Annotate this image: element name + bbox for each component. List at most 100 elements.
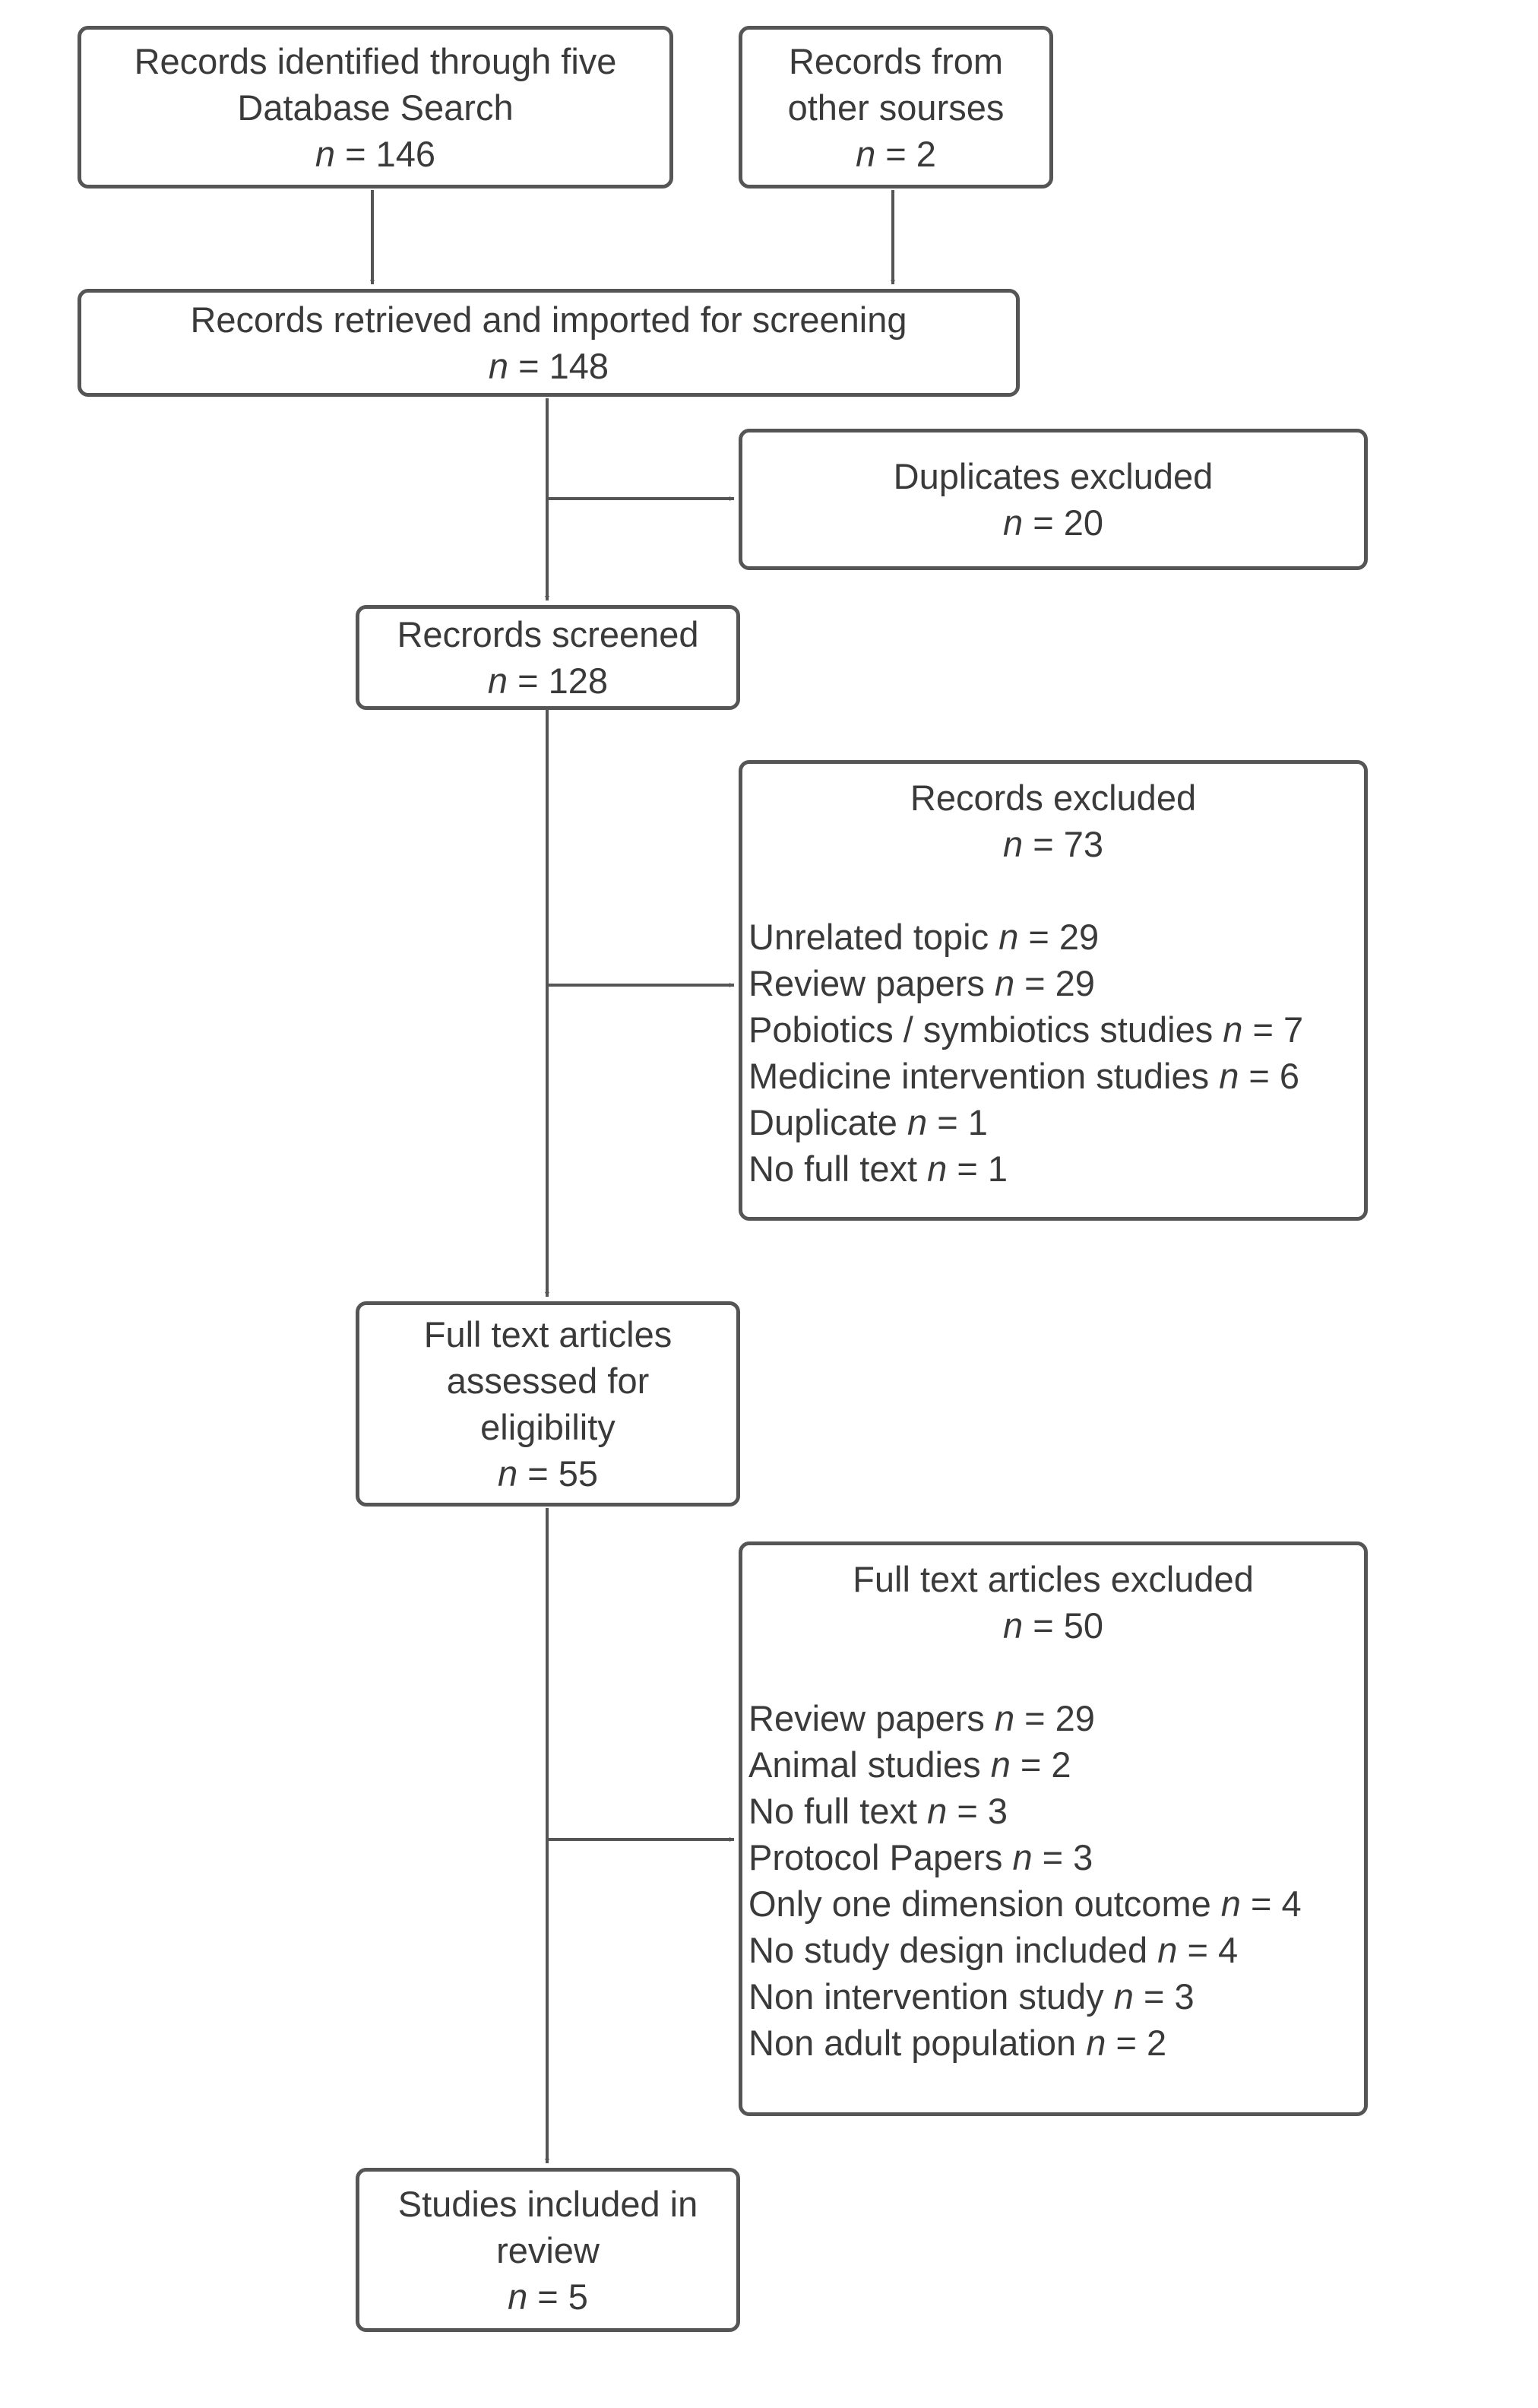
n-value: = 1 xyxy=(957,1149,1008,1189)
exclusion-reason: Review papers n = 29 xyxy=(748,960,1364,1006)
n-value: = 20 xyxy=(1033,502,1103,543)
n-label: n xyxy=(856,133,876,174)
reason-label: No study design included xyxy=(748,1930,1148,1970)
reason-label: Pobiotics / symbiotics studies xyxy=(748,1009,1214,1050)
n-value: = 4 xyxy=(1187,1930,1239,1970)
node-text-line: Records identified through five xyxy=(134,40,617,81)
n-value: = 5 xyxy=(537,2276,588,2317)
reason-label: Non adult population xyxy=(748,2023,1077,2063)
node-count: n = 55 xyxy=(359,1450,736,1497)
node-full-text-assessed: Full text articles assessed for eligibil… xyxy=(356,1301,740,1507)
node-text-line: Records from xyxy=(788,40,1004,81)
n-value: = 50 xyxy=(1033,1605,1103,1646)
node-count: n = 146 xyxy=(81,131,669,177)
n-label: n xyxy=(508,2276,528,2317)
n-value: = 6 xyxy=(1248,1056,1300,1096)
node-text-line: eligibility xyxy=(480,1407,616,1447)
n-value: = 2 xyxy=(885,133,936,174)
node-text-line: Full text articles xyxy=(423,1314,672,1354)
node-count: n = 2 xyxy=(742,131,1049,177)
node-records-excluded: Records excluded n = 73 Unrelated topic … xyxy=(739,760,1368,1221)
n-label: n xyxy=(1003,824,1024,864)
n-value: = 29 xyxy=(1028,917,1100,957)
n-value: = 55 xyxy=(527,1453,598,1494)
node-studies-included: Studies included in review n = 5 xyxy=(356,2168,740,2332)
node-count: n = 5 xyxy=(359,2273,736,2320)
exclusion-reason: Only one dimension outcome n = 4 xyxy=(748,1880,1364,1927)
node-count: n = 73 xyxy=(742,821,1364,867)
exclusion-reason: Medicine intervention studies n = 6 xyxy=(748,1053,1364,1099)
n-label: n xyxy=(927,1791,948,1831)
n-label: n xyxy=(1220,1884,1241,1924)
node-count: n = 50 xyxy=(742,1602,1364,1649)
node-text-line: Duplicates excluded xyxy=(893,456,1214,496)
node-text-line: Studies included in xyxy=(397,2183,698,2224)
n-label: n xyxy=(315,133,336,174)
node-other-sources: Records from other sourses n = 2 xyxy=(739,26,1053,189)
reason-label: Review papers xyxy=(748,963,985,1003)
node-count: n = 128 xyxy=(359,657,736,704)
n-value: = 29 xyxy=(1024,1698,1095,1738)
n-label: n xyxy=(1003,1605,1024,1646)
node-text-line: other sourses xyxy=(787,87,1005,128)
node-text-line: Database Search xyxy=(237,87,514,128)
n-label: n xyxy=(994,1698,1015,1738)
n-label: n xyxy=(1219,1056,1239,1096)
n-label: n xyxy=(998,917,1019,957)
reason-label: Review papers xyxy=(748,1698,985,1738)
n-value: = 73 xyxy=(1033,824,1103,864)
exclusion-reason: Protocol Papers n = 3 xyxy=(748,1834,1364,1880)
exclusion-reason: Duplicate n = 1 xyxy=(748,1099,1364,1145)
n-label: n xyxy=(1012,1837,1033,1877)
exclusion-reason: Review papers n = 29 xyxy=(748,1695,1364,1741)
n-label: n xyxy=(927,1149,948,1189)
exclusion-reason: Pobiotics / symbiotics studies n = 7 xyxy=(748,1006,1364,1053)
reason-label: Protocol Papers xyxy=(748,1837,1003,1877)
node-records-retrieved: Records retrieved and imported for scree… xyxy=(78,289,1020,397)
reason-label: No full text xyxy=(748,1791,918,1831)
n-label: n xyxy=(1223,1009,1243,1050)
exclusion-reasons-list: Unrelated topic n = 29 Review papers n =… xyxy=(742,914,1364,1192)
node-text-line: Records retrieved and imported for scree… xyxy=(190,299,907,340)
n-value: = 128 xyxy=(517,661,609,701)
n-label: n xyxy=(1003,502,1024,543)
n-value: = 146 xyxy=(345,133,436,174)
reason-label: Duplicate xyxy=(748,1102,897,1142)
exclusion-reason: Non intervention study n = 3 xyxy=(748,1973,1364,2020)
n-value: = 148 xyxy=(518,346,609,386)
reason-label: Unrelated topic xyxy=(748,917,989,957)
reason-label: Animal studies xyxy=(748,1744,981,1785)
reason-label: Medicine intervention studies xyxy=(748,1056,1210,1096)
n-label: n xyxy=(1113,1976,1134,2017)
n-label: n xyxy=(990,1744,1011,1785)
n-value: = 4 xyxy=(1251,1884,1302,1924)
reason-label: No full text xyxy=(748,1149,918,1189)
exclusion-reason: Unrelated topic n = 29 xyxy=(748,914,1364,960)
n-label: n xyxy=(488,346,509,386)
node-text-line: Recrords screened xyxy=(397,614,699,654)
exclusion-reason: No full text n = 3 xyxy=(748,1788,1364,1834)
n-label: n xyxy=(487,661,508,701)
n-label: n xyxy=(1086,2023,1106,2063)
n-label: n xyxy=(1157,1930,1178,1970)
node-count: n = 148 xyxy=(81,343,1016,389)
node-text-line: Full text articles excluded xyxy=(853,1559,1254,1599)
n-value: = 3 xyxy=(1143,1976,1195,2017)
n-label: n xyxy=(994,963,1015,1003)
exclusion-reasons-list: Review papers n = 29 Animal studies n = … xyxy=(742,1695,1364,2066)
n-value: = 2 xyxy=(1020,1744,1071,1785)
exclusion-reason: Animal studies n = 2 xyxy=(748,1741,1364,1788)
n-value: = 2 xyxy=(1116,2023,1167,2063)
exclusion-reason: Non adult population n = 2 xyxy=(748,2020,1364,2066)
n-value: = 3 xyxy=(1042,1837,1093,1877)
reason-label: Non intervention study xyxy=(748,1976,1104,2017)
n-label: n xyxy=(907,1102,928,1142)
node-records-identified: Records identified through five Database… xyxy=(78,26,673,189)
n-value: = 1 xyxy=(937,1102,988,1142)
node-text-line: assessed for xyxy=(446,1361,650,1401)
node-count: n = 20 xyxy=(742,499,1364,546)
exclusion-reason: No study design included n = 4 xyxy=(748,1927,1364,1973)
node-duplicates-excluded: Duplicates excluded n = 20 xyxy=(739,429,1368,570)
n-value: = 3 xyxy=(957,1791,1008,1831)
